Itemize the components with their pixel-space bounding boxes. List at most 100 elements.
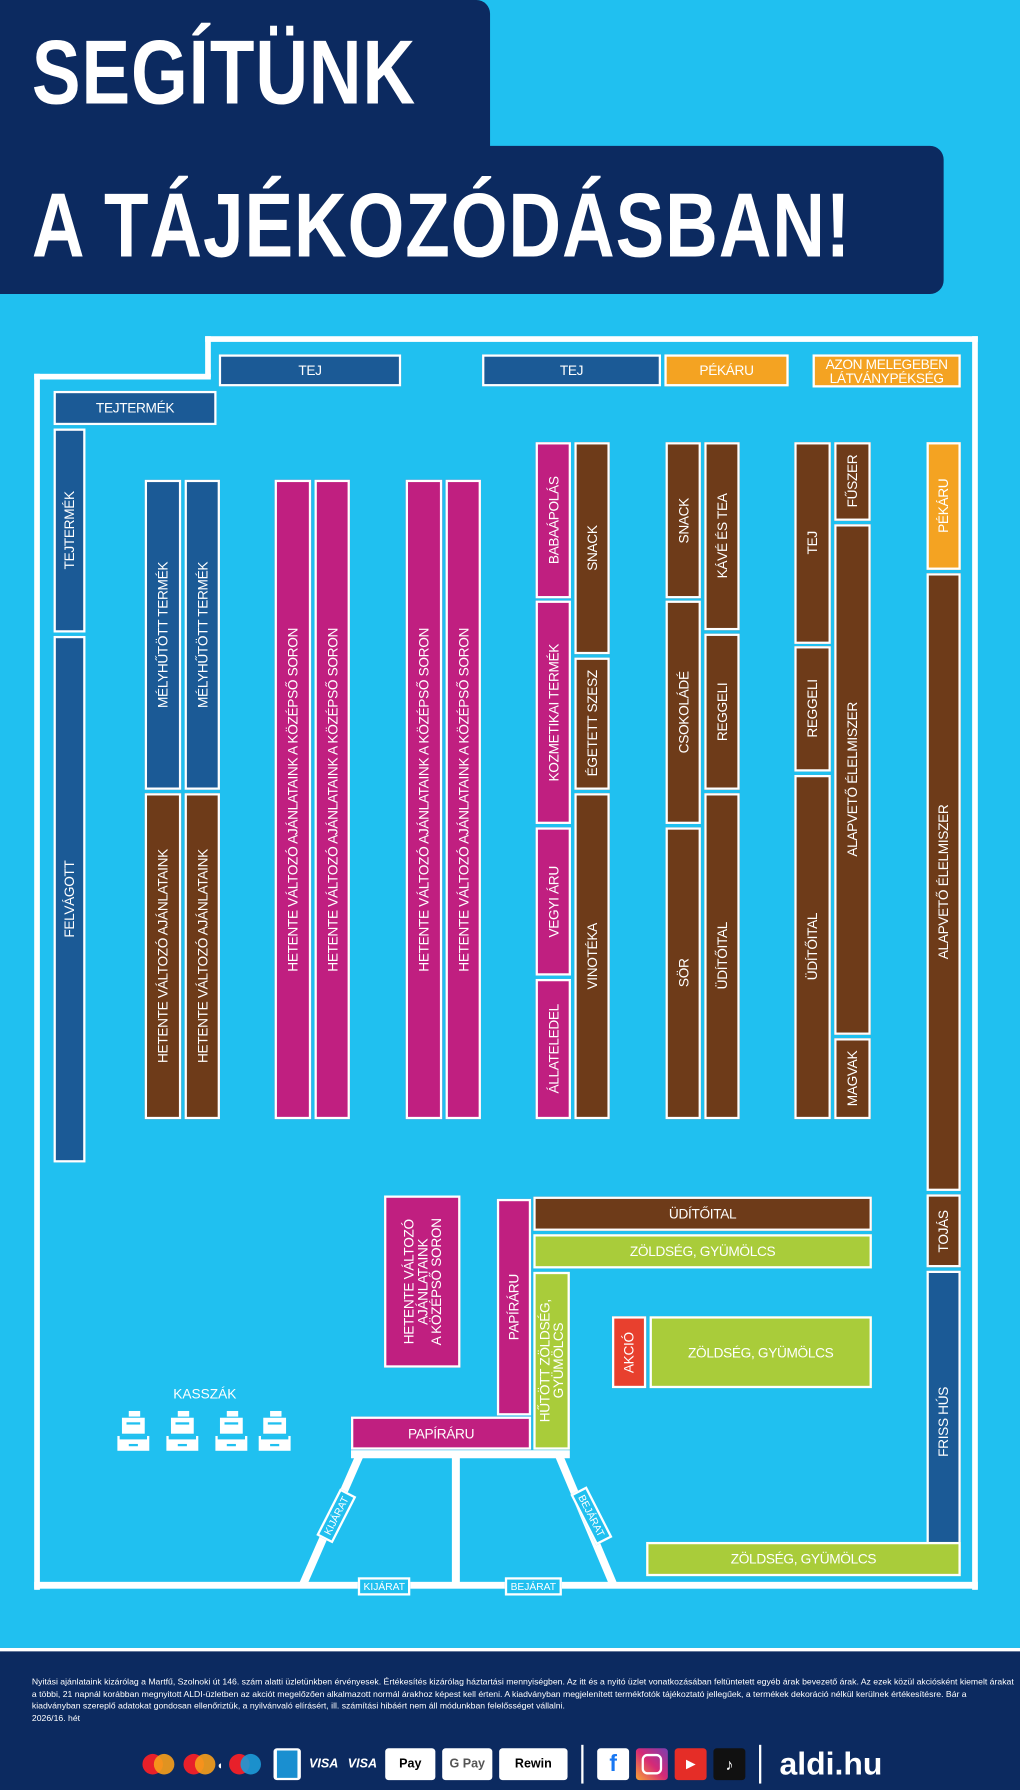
entrance-label: BEJÁRAT [504,1577,562,1596]
section-block: ÉGETETT SZESZ [574,657,610,790]
section-block: PAPÍRÁRU [351,1416,532,1450]
section-label: ÜDÍTŐITAL [668,1205,737,1222]
payment-and-social-row: ◖ VISA VISA Pay G Pay Rewin f ▶ ♪ aldi.h… [141,1744,883,1784]
section-block: MÉLYHŰTÖTT TERMÉK [144,479,182,790]
wall-top-left-step [205,336,211,378]
section-label: VEGYI ÁRU [545,865,562,938]
section-block: MAGVAK [834,1038,871,1120]
wall-left [34,373,40,1590]
google-pay-badge: G Pay [442,1748,493,1781]
section-label: HŰTÖTT ZÖLDSÉG, GYÜMÖLCS [536,1299,567,1423]
section-block: HETENTE VÁLTOZÓ AJÁNLATAINK A KÖZÉPSŐ SO… [384,1195,461,1368]
section-label: TEJTERMÉK [95,400,175,416]
section-label: CSOKOLÁDÉ [675,671,692,754]
section-block: TEJTERMÉK [53,390,217,426]
section-label: ALAPVETŐ ÉLELMISZER [935,804,952,960]
instagram-icon[interactable] [635,1748,668,1781]
disclaimer-text: Nyitási ajánlataink kizárólag a Martfű, … [31,1676,1014,1711]
facebook-icon[interactable]: f [597,1748,630,1781]
section-label: TEJ [298,362,322,379]
section-label: PÉKÁRU [699,362,754,379]
section-label: BABAÁPOLÁS [545,476,562,565]
section-label: MÉLYHŰTÖTT TERMÉK [194,561,211,708]
section-label: HETENTE VÁLTOZÓ AJÁNLATAINK A KÖZÉPSŐ SO… [400,1217,444,1346]
youtube-icon[interactable]: ▶ [674,1748,707,1781]
section-block: FELVÁGOTT [53,635,86,1163]
section-label: PAPÍRÁRU [407,1425,475,1442]
footer: Nyitási ajánlataink kizárólag a Martfű, … [0,1647,1020,1790]
divider [759,1744,762,1784]
website-link[interactable]: aldi.hu [779,1745,883,1782]
card-icon [273,1748,301,1781]
section-label: REGGELI [713,682,730,741]
section-label: ZÖLDSÉG, GYÜMÖLCS [629,1243,776,1260]
section-label: KÁVÉ ÉS TEA [713,493,730,579]
section-block: PÉKÁRU [664,354,789,387]
svg-text:◖: ◖ [217,1760,222,1772]
section-block: TEJ [482,354,662,387]
footer-disclaimer: Nyitási ajánlataink kizárólag a Martfű, … [32,1676,1014,1724]
section-block: TEJTERMÉK [53,428,86,633]
section-block: SÖR [665,827,701,1120]
section-label: PAPÍRÁRU [506,1274,522,1341]
page-title-line2: A TÁJÉKOZÓDÁSBAN! [31,174,852,276]
section-block: BABAÁPOLÁS [535,442,571,599]
week-text: 2026/16. hét [31,1712,81,1723]
section-label: FRISS HÚS [935,1386,952,1457]
section-block: SNACK [574,442,610,655]
section-block: CSOKOLÁDÉ [665,600,701,824]
section-block: VINOTÉKA [574,793,610,1120]
section-label: TEJTERMÉK [61,491,78,570]
section-block: KOZMETIKAI TERMÉK [535,600,571,824]
visa-badge: VISA [347,1757,378,1772]
section-label: SNACK [584,525,601,571]
section-block: REGGELI [794,646,831,772]
section-label: HETENTE VÁLTOZÓ AJÁNLATAINK [194,849,211,1064]
section-label: HETENTE VÁLTOZÓ AJÁNLATAINK A KÖZÉPSŐ SO… [455,627,472,972]
section-block: ÜDÍTŐITAL [794,774,831,1120]
section-block: HETENTE VÁLTOZÓ AJÁNLATAINK A KÖZÉPSŐ SO… [314,479,350,1120]
wall-right [972,336,978,1590]
section-block: ALAPVETŐ ÉLELMISZER [926,573,961,1191]
section-block: REGGELI [704,633,740,790]
page-title-line1: SEGÍTÜNK [31,21,417,124]
section-label: SNACK [675,497,692,543]
section-block: HETENTE VÁLTOZÓ AJÁNLATAINK A KÖZÉPSŐ SO… [445,479,481,1120]
visa-electron-badge: VISA [309,1757,339,1772]
section-label: VINOTÉKA [584,922,601,990]
apple-pay-badge: Pay [385,1748,436,1781]
mastercard-contactless-icon: ◖ [182,1748,221,1780]
wall-top [205,336,978,342]
header-banner-top [0,0,491,154]
cash-register-icon [116,1410,150,1452]
rewin-badge: Rewin [499,1748,568,1781]
section-label: MÉLYHŰTÖTT TERMÉK [154,561,171,708]
section-label: ÜDÍTŐITAL [713,922,730,990]
section-label: TOJÁS [935,1209,952,1252]
section-label: SÖR [675,958,692,988]
section-block: AZON MELEGEBEN LÁTVÁNYPÉKSÉG [812,354,961,388]
section-block: FRISS HÚS [926,1270,961,1573]
section-block: TOJÁS [926,1194,961,1268]
section-block: KÁVÉ ÉS TEA [704,442,740,631]
tiktok-icon[interactable]: ♪ [713,1748,746,1781]
section-block: FŰSZER [834,442,871,521]
section-block: TEJ [794,442,831,644]
section-label: PÉKÁRU [935,478,952,534]
section-block: HETENTE VÁLTOZÓ AJÁNLATAINK [184,793,220,1120]
exit-label: KIJÁRAT [357,1577,411,1596]
section-label: HETENTE VÁLTOZÓ AJÁNLATAINK A KÖZÉPSŐ SO… [324,627,341,972]
section-label: KOZMETIKAI TERMÉK [545,643,562,782]
section-block: ZÖLDSÉG, GYÜMÖLCS [649,1316,872,1389]
section-label: MAGVAK [844,1050,861,1107]
section-block: MÉLYHŰTÖTT TERMÉK [184,479,220,790]
section-label: REGGELI [804,679,821,739]
section-label: HETENTE VÁLTOZÓ AJÁNLATAINK [154,849,171,1064]
section-label: FELVÁGOTT [61,860,78,938]
section-block: ÜDÍTŐITAL [533,1196,872,1231]
section-block: HETENTE VÁLTOZÓ AJÁNLATAINK A KÖZÉPSŐ SO… [274,479,312,1120]
section-block: ZÖLDSÉG, GYÜMÖLCS [646,1541,961,1577]
section-block: ZÖLDSÉG, GYÜMÖLCS [533,1234,872,1269]
section-label: ALAPVETŐ ÉLELMISZER [844,702,861,857]
